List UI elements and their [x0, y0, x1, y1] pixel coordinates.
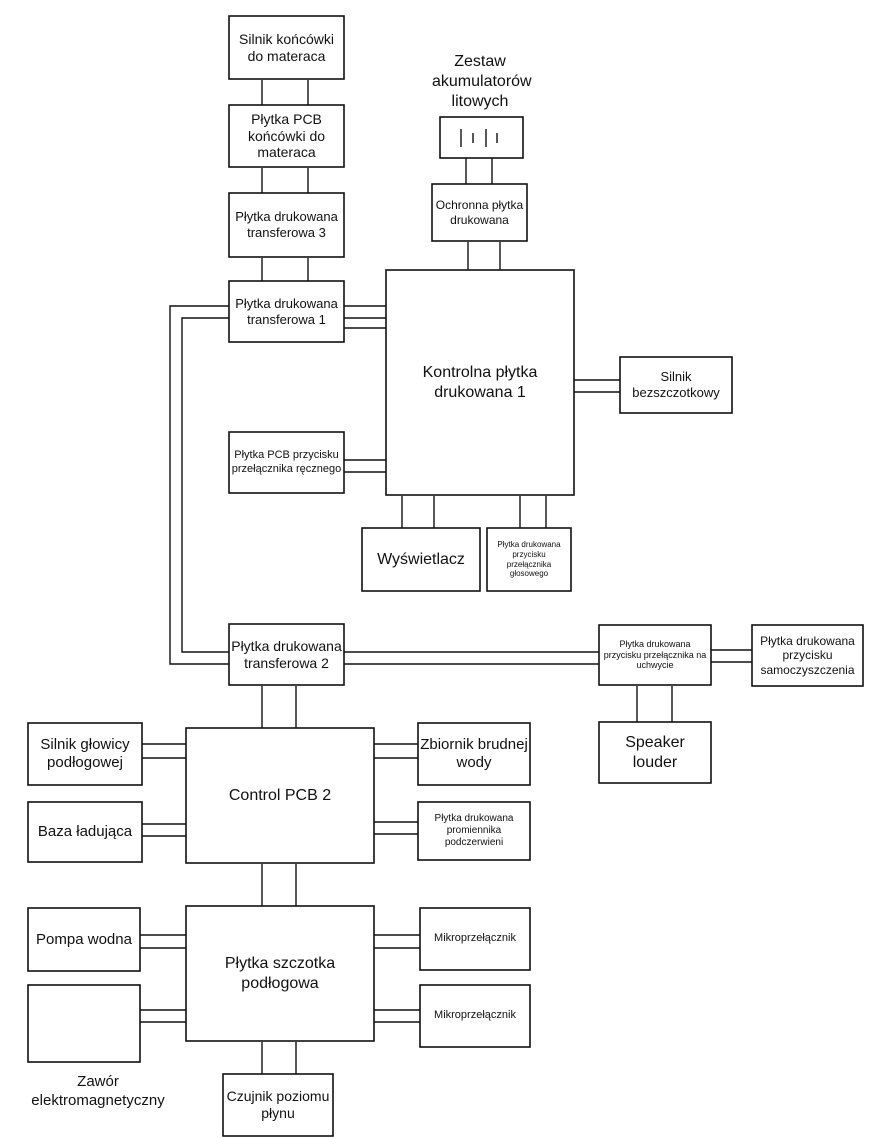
przycisk-reczny-block-box [228, 431, 345, 494]
kontrolna-1-block: Kontrolna płytka drukowana 1 [422, 364, 538, 401]
mikroprzelacznik-1-block: Mikroprzełącznik [434, 932, 516, 945]
silnik-koncowki-block-box [228, 15, 345, 80]
mikroprzelacznik-2-block: Mikroprzełącznik [434, 1009, 516, 1022]
przycisk-reczny-block: Płytka PCB przycisku przełącznika ręczne… [231, 449, 342, 475]
silnik-bezszczotkowy-block-box [619, 356, 733, 414]
battery-pack-label: Zestaw akumulatorów litowych [432, 53, 532, 110]
samoczyszczenie-block-box [751, 624, 864, 687]
zawor-label: Zawór elektromagnetyczny [31, 1073, 165, 1109]
pcb-koncowki-block: Płytka PCB końcówki do materaca [247, 110, 326, 161]
mikroprzelacznik-2-block-box [419, 984, 531, 1048]
czujnik-block-box [222, 1073, 334, 1137]
zawor-block-box [27, 984, 141, 1063]
zbiornik-block-box [417, 722, 531, 786]
silnik-koncowki-block: Silnik końcówki do materaca [239, 30, 334, 64]
silnik-bezszczotkowy-block: Silnik bezszczotkowy [632, 369, 720, 400]
wyswietlacz-block: Wyświetlacz [377, 550, 465, 568]
control-pcb-2-block: Control PCB 2 [228, 786, 332, 804]
zawor-block [28, 985, 140, 1062]
mikroprzelacznik-1-block-box [419, 907, 531, 971]
speaker-block: Speaker louder [625, 734, 685, 771]
kontrolna-1-block-box [385, 269, 575, 496]
connection-wires [140, 80, 752, 1074]
samoczyszczenie-block: Płytka drukowana przycisku samoczyszczen… [760, 633, 855, 677]
silnik-glowicy-block: Silnik głowicy podłogowej [40, 736, 130, 771]
przycisk-uchwyt-block: Płytka drukowana przycisku przełącznika … [603, 638, 707, 671]
ochronna-block-box [431, 183, 528, 242]
zbiornik-block: Zbiornik brudnej wody [420, 736, 528, 771]
speaker-block-box [598, 721, 712, 784]
czujnik-block: Czujnik poziomu płynu [226, 1088, 330, 1121]
pompa-block-box [27, 907, 141, 972]
szczotka-block: Płytka szczotka podłogowa [224, 955, 336, 992]
podczerwien-block-box [417, 801, 531, 861]
transferowa-1-block-box [228, 280, 345, 343]
silnik-glowicy-block-box [27, 722, 143, 786]
podczerwien-block: Płytka drukowana promiennika podczerwien… [434, 813, 514, 848]
szczotka-block-box [185, 905, 375, 1042]
pcb-koncowki-block-box [228, 104, 345, 168]
transferowa-3-block-box [228, 192, 345, 258]
battery-cells-icon [439, 116, 524, 159]
baza-block: Baza ładująca [37, 823, 133, 840]
transferowa-3-block: Płytka drukowana transferowa 3 [235, 209, 338, 240]
przycisk-glosowy-block-box [486, 527, 572, 592]
przycisk-uchwyt-block-box [598, 624, 712, 686]
transferowa-2-block: Płytka drukowana transferowa 2 [231, 637, 342, 671]
transferowa-2-block-box [228, 623, 345, 686]
pompa-block: Pompa wodna [36, 930, 132, 948]
przycisk-glosowy-block: Płytka drukowana przycisku przełącznika … [497, 540, 561, 579]
control-pcb-2-block-box [185, 727, 375, 864]
blocks [27, 15, 864, 1137]
transferowa-1-block: Płytka drukowana transferowa 1 [235, 295, 338, 327]
ochronna-block: Ochronna płytka drukowana [435, 198, 524, 227]
baza-block-box [27, 801, 143, 863]
wyswietlacz-block-box [361, 527, 481, 592]
